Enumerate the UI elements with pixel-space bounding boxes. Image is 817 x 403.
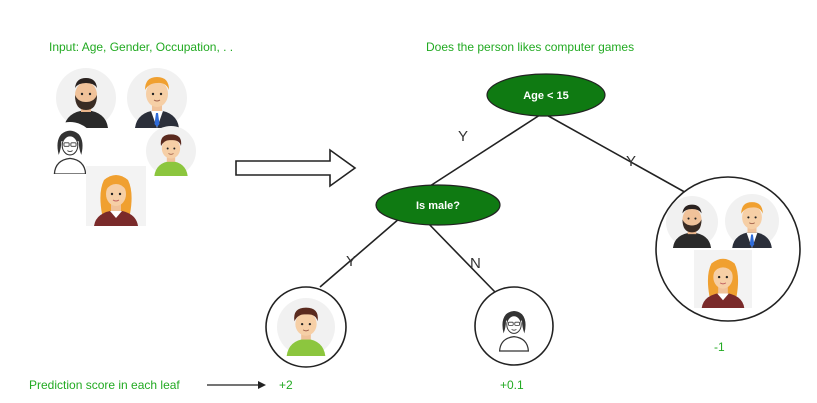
- footer-arrow-icon: [258, 381, 266, 389]
- node-root-label: Age < 15: [523, 90, 569, 102]
- edge-label-inner-yes: Y: [346, 253, 357, 270]
- leaf-3-man-tie: [725, 194, 779, 248]
- edge-root-yes: [429, 112, 544, 187]
- node-inner-label: Is male?: [416, 200, 460, 212]
- leaf-3-bearded-man: [666, 196, 718, 248]
- edge-label-inner-no: N: [470, 255, 481, 272]
- edge-label-root-yes: Y: [458, 128, 469, 145]
- footer-label: Prediction score in each leaf: [29, 378, 180, 392]
- leaf-2-girl: [490, 302, 538, 352]
- leaf-3-woman: [694, 250, 752, 308]
- leaf-2-score: +0.1: [500, 378, 524, 392]
- edge-inner-yes: [319, 217, 401, 288]
- person-man-tie: [127, 68, 187, 128]
- tree-edges: [319, 112, 691, 293]
- right-arrow-icon: [235, 148, 357, 188]
- person-woman-blonde: [86, 166, 146, 226]
- edge-label-root-no: Y: [626, 153, 637, 170]
- person-bearded-man: [56, 68, 116, 128]
- leaf-3-score: -1: [714, 340, 725, 354]
- leaf-1-score: +2: [279, 378, 293, 392]
- edge-root-no: [542, 112, 691, 196]
- edge-inner-no: [424, 219, 496, 293]
- node-root: [486, 73, 606, 117]
- input-people: [44, 68, 196, 226]
- node-inner: [375, 184, 501, 226]
- input-title: Input: Age, Gender, Occupation, . .: [49, 40, 234, 54]
- question-title: Does the person likes computer games: [426, 40, 635, 54]
- person-boy-green: [146, 126, 196, 176]
- leaf-1-boy: [277, 298, 335, 356]
